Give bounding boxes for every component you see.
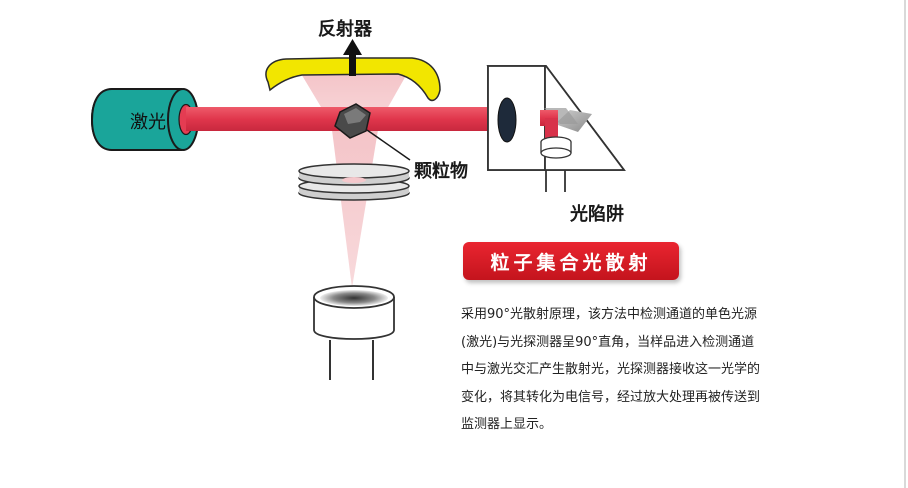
description-line: 变化，将其转化为电信号，经过放大处理再被传送到 [461,389,761,405]
aperture-discs [298,163,410,201]
laser-source [90,88,199,151]
light-trap-icon [486,65,626,192]
description-line: 监测器上显示。 [461,417,553,432]
particle-leader-line [366,129,411,161]
right-border [904,0,906,488]
description-line: 中与激光交汇产生散射光，光探测器接收这一光学的 [461,362,761,377]
photodetector-icon [313,285,395,380]
section-title: 粒子集合光散射 [490,251,652,274]
description-paragraph: 采用90°光散射原理，该方法中检测通道的单色光源 (激光)与光探测器呈90°直角… [461,301,813,439]
description-line: 采用90°光散射原理，该方法中检测通道的单色光源 [461,307,758,322]
particle-label: 颗粒物 [414,161,468,182]
scatter-cone-lower [332,130,378,288]
arrow-up-icon [343,39,362,76]
laser-label: 激光 [130,112,166,133]
title-badge: 粒子集合光散射 [463,242,679,280]
particle-icon [334,103,371,139]
light-trap-label: 光陷阱 [570,204,624,225]
reflector-label: 反射器 [318,19,372,40]
reflector-icon [265,57,441,102]
description-line: (激光)与光探测器呈90°直角，当样品进入检测通道 [461,334,755,350]
